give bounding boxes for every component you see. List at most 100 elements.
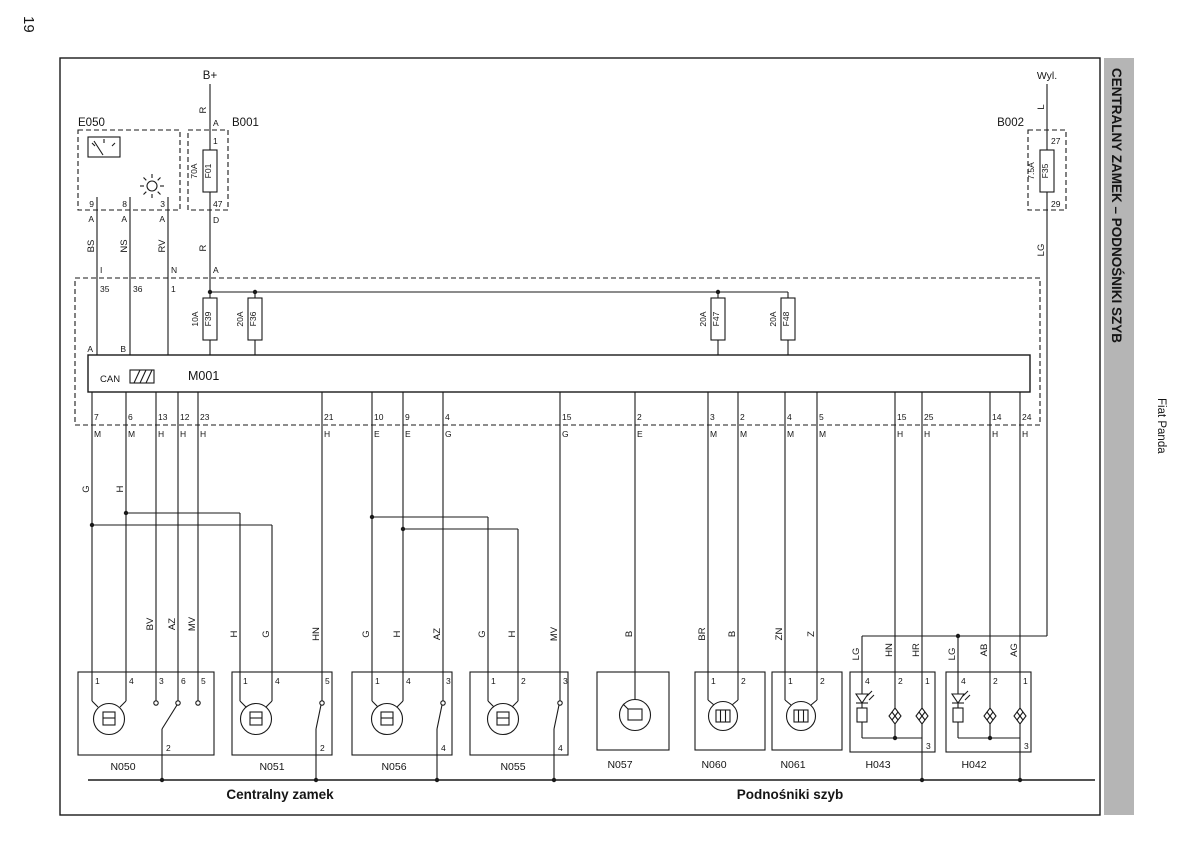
- junction-dot: [159, 777, 165, 783]
- pin-letter: G: [562, 429, 569, 439]
- wire-label: G: [361, 630, 372, 637]
- component-label: N057: [607, 759, 632, 771]
- wire-label-r: R: [198, 106, 209, 113]
- wire-label-lg: LG: [1036, 244, 1047, 257]
- pin-letter: A: [88, 214, 94, 224]
- m001-pin-b: B: [120, 344, 126, 354]
- lamp-icon: [915, 707, 929, 725]
- junction-dot: [551, 777, 557, 783]
- brand-label: Fiat Panda: [1155, 398, 1167, 454]
- switch-contact: [557, 700, 563, 706]
- pin-number: 2: [741, 676, 746, 686]
- pin-number: 2: [820, 676, 825, 686]
- wire-label: LG: [947, 648, 958, 661]
- b001-fuse-name: F01: [203, 163, 213, 178]
- component-n061: 1 2 N061: [771, 671, 843, 771]
- pin-number: 3: [446, 676, 451, 686]
- e050-label: E050: [78, 117, 105, 129]
- component-e050: E050 9 A BS 8 A N: [77, 117, 181, 355]
- pin-number: 3: [1024, 741, 1029, 751]
- b001-label: B001: [232, 117, 259, 129]
- wire-label: HR: [911, 643, 922, 657]
- component-h042: 4 2 1 3 H042: [945, 671, 1032, 780]
- pin-number: 3: [159, 676, 164, 686]
- component-n056: 1 4 3 4 N056: [351, 671, 453, 780]
- component-label: N051: [259, 761, 284, 773]
- wire-label: B: [624, 631, 635, 637]
- e050-pin-9: 9 A BS: [86, 197, 98, 355]
- lamp-icon: [983, 707, 997, 725]
- pin-letter: M: [128, 429, 135, 439]
- pin-number: 5: [201, 676, 206, 686]
- section-label-left: Centralny zamek: [226, 787, 334, 802]
- b002-label: B002: [997, 117, 1024, 129]
- lock-motor-icon: [239, 702, 273, 736]
- pin-letter: A: [159, 214, 165, 224]
- switch-contact: [440, 700, 446, 706]
- n061-box: [771, 671, 843, 751]
- fuse-name: F48: [781, 311, 791, 326]
- entry-letter: I: [100, 265, 102, 275]
- pin-letter: H: [200, 429, 206, 439]
- component-label: N060: [701, 759, 726, 771]
- m001-bottom-pins: 7 M 6 M 13 H 12 H 23 H 21 H 10 E 9 E 4 G: [91, 392, 1032, 672]
- n050-box: [77, 671, 215, 756]
- junction-dot: [919, 777, 925, 783]
- wire-label: B: [727, 631, 738, 637]
- can-label: CAN: [100, 374, 120, 385]
- component-label: N061: [780, 759, 805, 771]
- can-transceiver-icon: [129, 369, 155, 384]
- component-m001: A B CAN M001 7 M 6 M 13 H 12 H 23 H: [87, 344, 1032, 672]
- wire-label: BS: [86, 240, 97, 253]
- switch-contact: [195, 700, 201, 706]
- pin-number: 12: [180, 412, 190, 422]
- pin-number: 4: [406, 676, 411, 686]
- component-h043: 4 2 1 3 H043: [849, 671, 936, 780]
- led-icon: [951, 690, 971, 704]
- b001-pin-bot: 47: [213, 199, 223, 209]
- pin-letter: E: [637, 429, 643, 439]
- fuse-f39: 10A F39: [190, 292, 218, 355]
- battery-feed: B+ R: [198, 70, 217, 150]
- pin-number: 1: [375, 676, 380, 686]
- fuse-f36: 20A F36: [235, 292, 263, 355]
- b001-conn-bot: D: [213, 215, 219, 225]
- e050-box: [77, 129, 181, 211]
- wire-label: G: [81, 485, 92, 492]
- lock-motor-icon: [92, 702, 126, 736]
- pin-number: 15: [562, 412, 572, 422]
- pin-number: 2: [637, 412, 642, 422]
- wire-label: H: [115, 485, 126, 492]
- pin-number: 3: [926, 741, 931, 751]
- pin-number: 25: [924, 412, 934, 422]
- sidebar: CENTRALNY ZAMEK – PODNOŚNIKI SZYB: [1104, 58, 1134, 815]
- wire-label: AZ: [167, 618, 178, 630]
- entry-number: 35: [100, 284, 110, 294]
- switch-contact: [175, 700, 181, 706]
- b001-pin-top: 1: [213, 136, 218, 146]
- pin-number: 1: [95, 676, 100, 686]
- pin-number: 4: [445, 412, 450, 422]
- switch-contact: [319, 700, 325, 706]
- e050-pin-8: 8 A NS: [119, 197, 131, 355]
- wire-label: AG: [1009, 643, 1020, 657]
- wire-label: MV: [187, 616, 198, 631]
- pin-number: 3: [563, 676, 568, 686]
- n051-box: [231, 671, 333, 756]
- pin-number: 2: [993, 676, 998, 686]
- window-motor-icon: [707, 700, 739, 732]
- pin-letter: M: [740, 429, 747, 439]
- lock-motor-icon: [486, 702, 520, 736]
- pin-letter: H: [897, 429, 903, 439]
- ground-bus: Centralny zamek Podnośniki szyb: [88, 777, 1095, 802]
- fuse-amp: 10A: [190, 311, 200, 326]
- pin-number: 2: [521, 676, 526, 686]
- pin-number: 23: [200, 412, 210, 422]
- wire-harness: G H BV AZ MV H G HN G H AZ G H MV B BR B…: [81, 485, 1020, 672]
- pin-number: 8: [122, 199, 127, 209]
- pin-number: 4: [129, 676, 134, 686]
- wyl-label: Wyl.: [1037, 70, 1057, 82]
- fuel-flap-motor-icon: [618, 698, 652, 732]
- pin-number: 1: [788, 676, 793, 686]
